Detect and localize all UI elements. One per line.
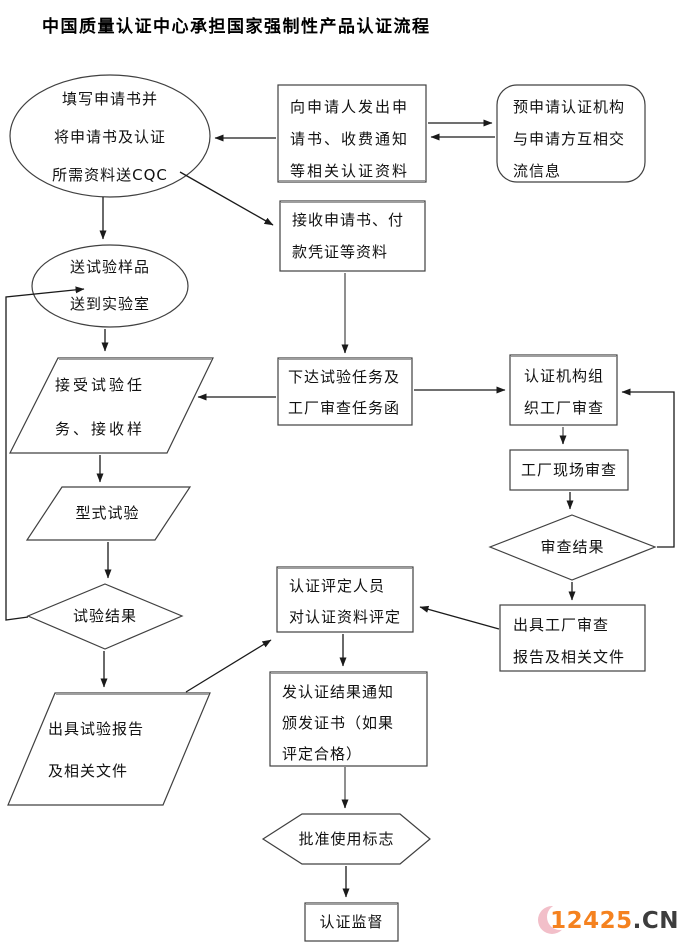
page-title: 中国质量认证中心承担国家强制性产品认证流程 xyxy=(42,17,431,37)
label-factory-onsite-audit: 工厂现场审查 xyxy=(520,461,617,479)
conn-testreport-to-evaluate xyxy=(185,639,272,693)
label-assign-task: 下达试验任务及 工厂审查任务函 xyxy=(288,368,401,417)
label-send-docs: 向申请人发出申 请书、收费通知 等相关认证资料 xyxy=(290,98,410,180)
label-test-report: 出具试验报告 及相关文件 xyxy=(48,720,145,780)
label-factory-audit-report: 出具工厂审查 报告及相关文件 xyxy=(513,616,626,666)
label-type-test: 型式试验 xyxy=(75,504,140,522)
logo-suffix: .CN xyxy=(632,908,679,934)
label-evaluate: 认证评定人员 对认证资料评定 xyxy=(289,577,402,626)
label-send-samples: 送试验样品 送到实验室 xyxy=(69,258,150,313)
label-supervision: 认证监督 xyxy=(319,913,384,931)
label-fill-application: 填写申请书并 将申请书及认证 所需资料送CQC xyxy=(52,90,168,184)
node-factory-onsite-audit-rect xyxy=(509,449,629,491)
node-pre-apply-roundrect xyxy=(496,84,646,183)
label-organize-audit: 认证机构组 织工厂审查 xyxy=(524,367,605,417)
site-logo: 12425 .CN xyxy=(538,904,679,938)
node-factory-audit-report-rect xyxy=(499,604,646,672)
label-approve-mark: 批准使用标志 xyxy=(298,830,395,848)
conn-fill-to-receive xyxy=(179,171,274,226)
label-accept-task: 接受试验任 务、接收样 xyxy=(55,376,146,438)
conn-factoryreport-to-evaluate xyxy=(419,605,500,630)
node-fill-application-ellipse xyxy=(9,74,211,198)
node-type-test-parallelogram xyxy=(25,486,192,541)
label-test-result: 试验结果 xyxy=(72,607,137,625)
label-receive-docs: 接收申请书、付 款凭证等资料 xyxy=(292,211,405,261)
node-approve-mark-hexagon xyxy=(261,813,431,865)
label-issue-result: 发认证结果通知 颁发证书（如果 评定合格） xyxy=(282,683,395,763)
conn-testresult-loop-to-samples xyxy=(5,286,85,621)
label-pre-apply: 预申请认证机构 与申请方互相交 流信息 xyxy=(513,98,626,180)
logo-number: 12425 xyxy=(550,908,633,934)
label-audit-result: 审查结果 xyxy=(540,538,605,556)
conn-auditresult-loop-to-organize xyxy=(621,388,675,548)
shape-highlight-edges xyxy=(56,180,616,905)
node-audit-result-diamond xyxy=(488,514,657,581)
node-send-samples-ellipse xyxy=(31,244,189,328)
node-test-result-diamond xyxy=(26,583,184,650)
logo-crescent-icon xyxy=(538,904,574,936)
connectors xyxy=(5,119,675,898)
